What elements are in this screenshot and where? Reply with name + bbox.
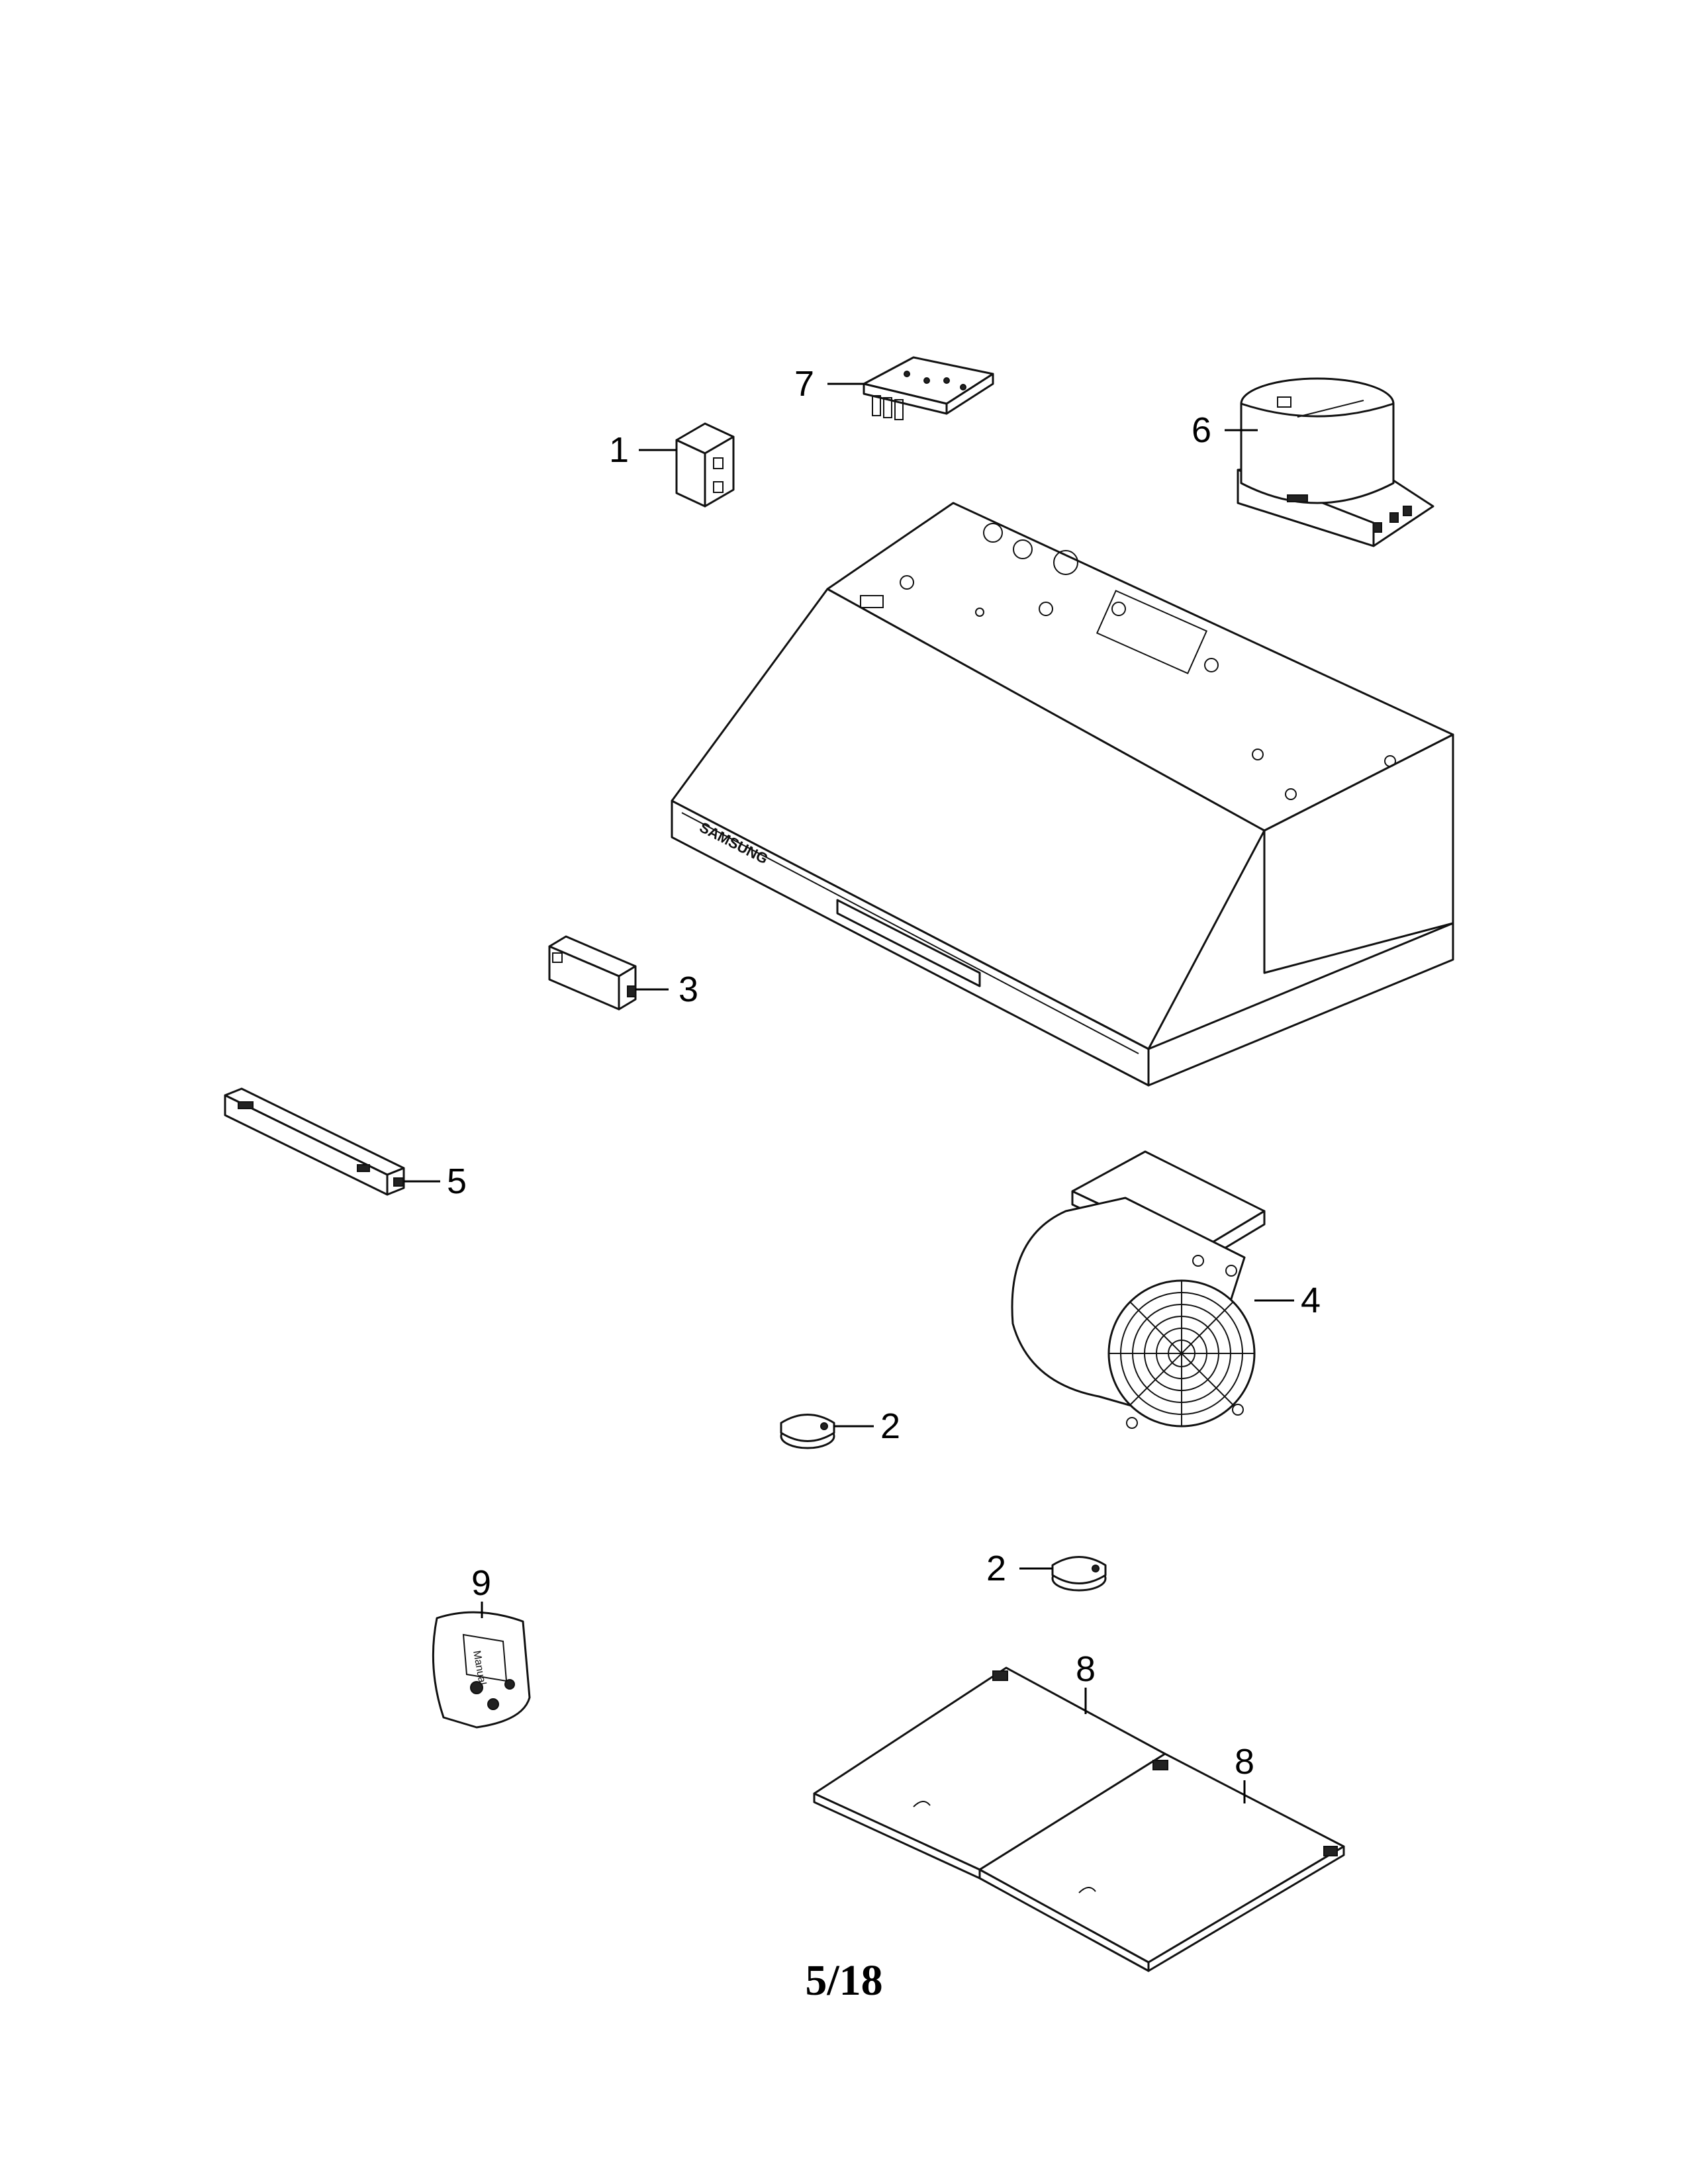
callout-part-4: 4 <box>1301 1281 1321 1320</box>
leader-lines <box>404 383 1294 1803</box>
callout-part-7: 7 <box>794 364 814 404</box>
callout-part-8-left: 8 <box>1076 1649 1096 1689</box>
callout-part-9: 9 <box>471 1563 491 1603</box>
page-number: 5/18 <box>805 1956 883 2005</box>
part-2-light-fixture-lower <box>1051 1556 1107 1592</box>
callout-part-2-upper: 2 <box>880 1406 900 1446</box>
part-2-light-fixture-upper <box>780 1414 835 1449</box>
part-3-light-driver <box>548 935 637 1011</box>
callout-part-6: 6 <box>1192 410 1211 450</box>
range-hood-body: SAMSUNG <box>671 502 1454 1087</box>
part-4-blower-assembly <box>1011 1150 1266 1429</box>
part-9-manual-bag: Manual <box>432 1611 531 1729</box>
part-6-duct-damper <box>1237 377 1434 547</box>
callout-part-3: 3 <box>679 970 698 1009</box>
part-5-led-bar <box>224 1087 405 1196</box>
part-1-terminal-box <box>675 422 735 508</box>
callout-part-8-right: 8 <box>1235 1742 1254 1782</box>
callout-part-5: 5 <box>447 1161 467 1201</box>
callout-part-1: 1 <box>609 430 629 470</box>
part-8-grease-filters <box>813 1666 1345 1972</box>
part-7-control-board <box>863 356 994 420</box>
callout-part-2-lower: 2 <box>986 1549 1006 1588</box>
